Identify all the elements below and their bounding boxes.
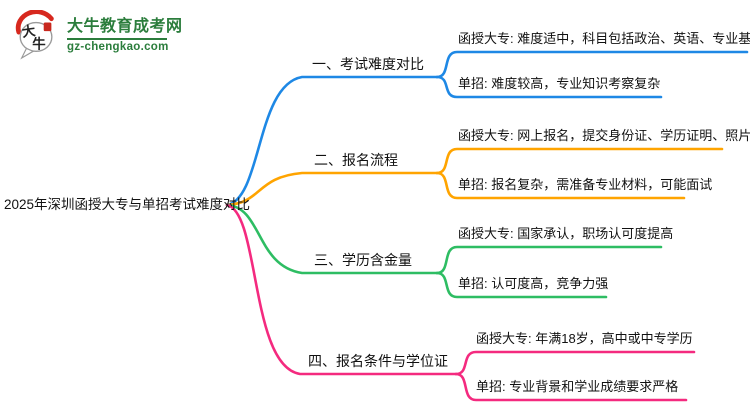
branch1-child1-label: 函授大专: 难度适中，科目包括政治、英语、专业基础 — [458, 31, 750, 46]
site-logo: 大 牛 大牛教育成考网 gz-chengkao.com — [12, 8, 222, 62]
daniu-speech-bubble-icon: 大 牛 — [15, 10, 54, 60]
logo-bubble-tail — [20, 47, 35, 60]
branch1-child2-line — [435, 75, 663, 99]
branch3-child1-label: 函授大专: 国家承认，职场认可度提高 — [458, 226, 674, 241]
branch3-label: 三、学历含金量 — [314, 252, 412, 268]
branch1-child2-label: 单招: 难度较高，专业知识考察复杂 — [458, 76, 661, 91]
branch3-line — [225, 203, 439, 275]
branch2-child1-line — [435, 147, 724, 175]
branch2-child2-line — [435, 171, 686, 200]
root-topic: 2025年深圳函授大专与单招考试难度对比 — [4, 197, 251, 212]
branch4-line — [225, 203, 458, 376]
branch4-child2-line — [454, 372, 688, 402]
logo-char-bottom: 牛 — [32, 35, 46, 52]
logo-red-arc — [15, 10, 54, 35]
branch1-child1-line — [435, 50, 749, 79]
branch3-child2-line — [435, 271, 608, 299]
branch4-child1-label: 函授大专: 年满18岁，高中或中专学历 — [476, 331, 693, 346]
logo-domain: gz-chengkao.com — [67, 41, 169, 53]
branch2-child1-label: 函授大专: 网上报名，提交身份证、学历证明、照片 — [458, 128, 750, 143]
branch3-child1-line — [435, 245, 663, 275]
branch4-child2-label: 单招: 专业背景和学业成绩要求严格 — [476, 379, 679, 394]
branch4-label: 四、报名条件与学位证 — [308, 353, 448, 369]
branch2-child2-label: 单招: 报名复杂，需准备专业材料，可能面试 — [458, 177, 713, 192]
branch1-line — [225, 75, 439, 207]
branch3-child2-label: 单招: 认可度高，竞争力强 — [458, 276, 609, 291]
branch1-label: 一、考试难度对比 — [312, 56, 424, 72]
logo-red-seal — [43, 22, 52, 32]
branch2-line — [225, 171, 439, 207]
logo-text-block: 大牛教育成考网 gz-chengkao.com — [67, 12, 183, 53]
logo-char-top: 大 — [21, 22, 37, 41]
branch4-child1-line — [454, 350, 696, 376]
branch2-label: 二、报名流程 — [314, 152, 398, 168]
logo-divider — [67, 38, 167, 40]
logo-title: 大牛教育成考网 — [67, 18, 183, 35]
